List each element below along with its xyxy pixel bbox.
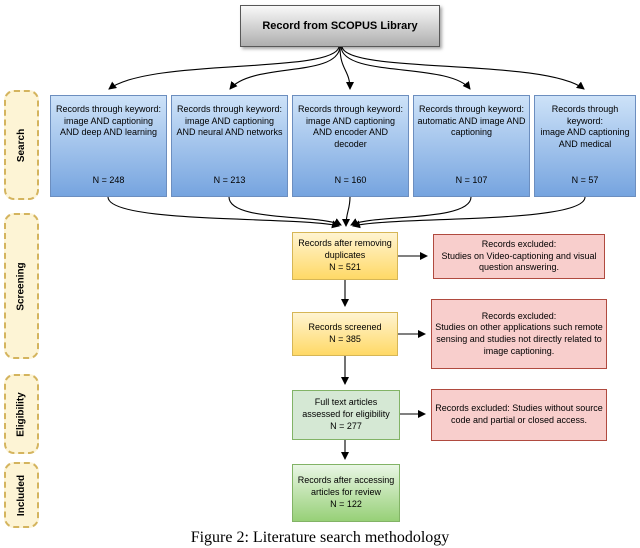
search-box-2: Records through keyword: image AND capti… (171, 95, 288, 197)
excluded-box-1-body: Studies on Video-captioning and visual q… (441, 250, 597, 273)
excluded-box-1: Records excluded: Studies on Video-capti… (433, 234, 605, 279)
search-box-4-terms: automatic AND image AND captioning (417, 115, 526, 138)
duplicates-removed-text: Records after removing duplicates (298, 238, 392, 261)
stage-search: Search (4, 90, 39, 200)
included-count: N = 122 (330, 498, 362, 509)
excluded-box-3-body: Records excluded: Studies without source… (435, 403, 603, 425)
search-box-4-count: N = 107 (455, 175, 488, 186)
excluded-box-1-title: Records excluded: (481, 238, 557, 249)
source-box: Record from SCOPUS Library (240, 5, 440, 47)
stage-included: Included (4, 462, 39, 528)
search-box-4: Records through keyword: automatic AND i… (413, 95, 530, 197)
excluded-box-2-title: Records excluded: (481, 310, 557, 321)
duplicates-removed-count: N = 521 (329, 261, 361, 272)
eligibility-count: N = 277 (330, 420, 362, 431)
stage-included-label: Included (16, 474, 27, 516)
included-text: Records after accessing articles for rev… (297, 475, 395, 498)
search-box-3-terms: image AND captioning AND encoder AND dec… (305, 115, 396, 150)
duplicates-removed-box: Records after removing duplicates N = 52… (292, 232, 398, 280)
search-box-5-terms: image AND captioning AND medical (540, 127, 630, 150)
stage-eligibility: Eligibility (4, 374, 39, 454)
excluded-box-3: Records excluded: Studies without source… (431, 389, 607, 441)
stage-screening-label: Screening (16, 261, 28, 311)
source-box-label: Record from SCOPUS Library (262, 19, 418, 32)
records-screened-box: Records screened N = 385 (292, 312, 398, 356)
eligibility-box: Full text articles assessed for eligibil… (292, 390, 400, 440)
search-box-2-count: N = 213 (213, 175, 246, 186)
records-screened-text: Records screened (308, 322, 382, 333)
search-box-3-header: Records through keyword: (297, 104, 404, 114)
search-box-5-count: N = 57 (571, 175, 599, 186)
excluded-box-2: Records excluded: Studies on other appli… (431, 299, 607, 369)
eligibility-text: Full text articles assessed for eligibil… (302, 397, 390, 420)
search-box-4-header: Records through keyword: (418, 104, 525, 114)
figure-caption: Figure 2: Literature search methodology (190, 529, 450, 546)
stage-search-label: Search (16, 128, 28, 162)
records-screened-count: N = 385 (329, 334, 361, 344)
search-box-1-count: N = 248 (92, 175, 125, 186)
search-box-2-terms: image AND captioning AND neural AND netw… (176, 115, 283, 138)
search-box-5: Records through keyword: image AND capti… (534, 95, 636, 197)
stage-eligibility-label: Eligibility (16, 391, 28, 437)
search-box-1-header: Records through keyword: (55, 104, 162, 114)
search-box-5-header: Records through keyword: (551, 104, 619, 126)
search-box-2-header: Records through keyword: (176, 104, 283, 114)
stage-screening: Screening (4, 213, 39, 359)
search-box-1: Records through keyword: image AND capti… (50, 95, 167, 197)
search-box-3-count: N = 160 (334, 175, 367, 186)
excluded-box-2-body: Studies on other applications such remot… (435, 322, 603, 356)
search-box-3: Records through keyword: image AND capti… (292, 95, 409, 197)
search-box-1-terms: image AND captioning AND deep AND learni… (59, 115, 158, 138)
included-box: Records after accessing articles for rev… (292, 464, 400, 522)
